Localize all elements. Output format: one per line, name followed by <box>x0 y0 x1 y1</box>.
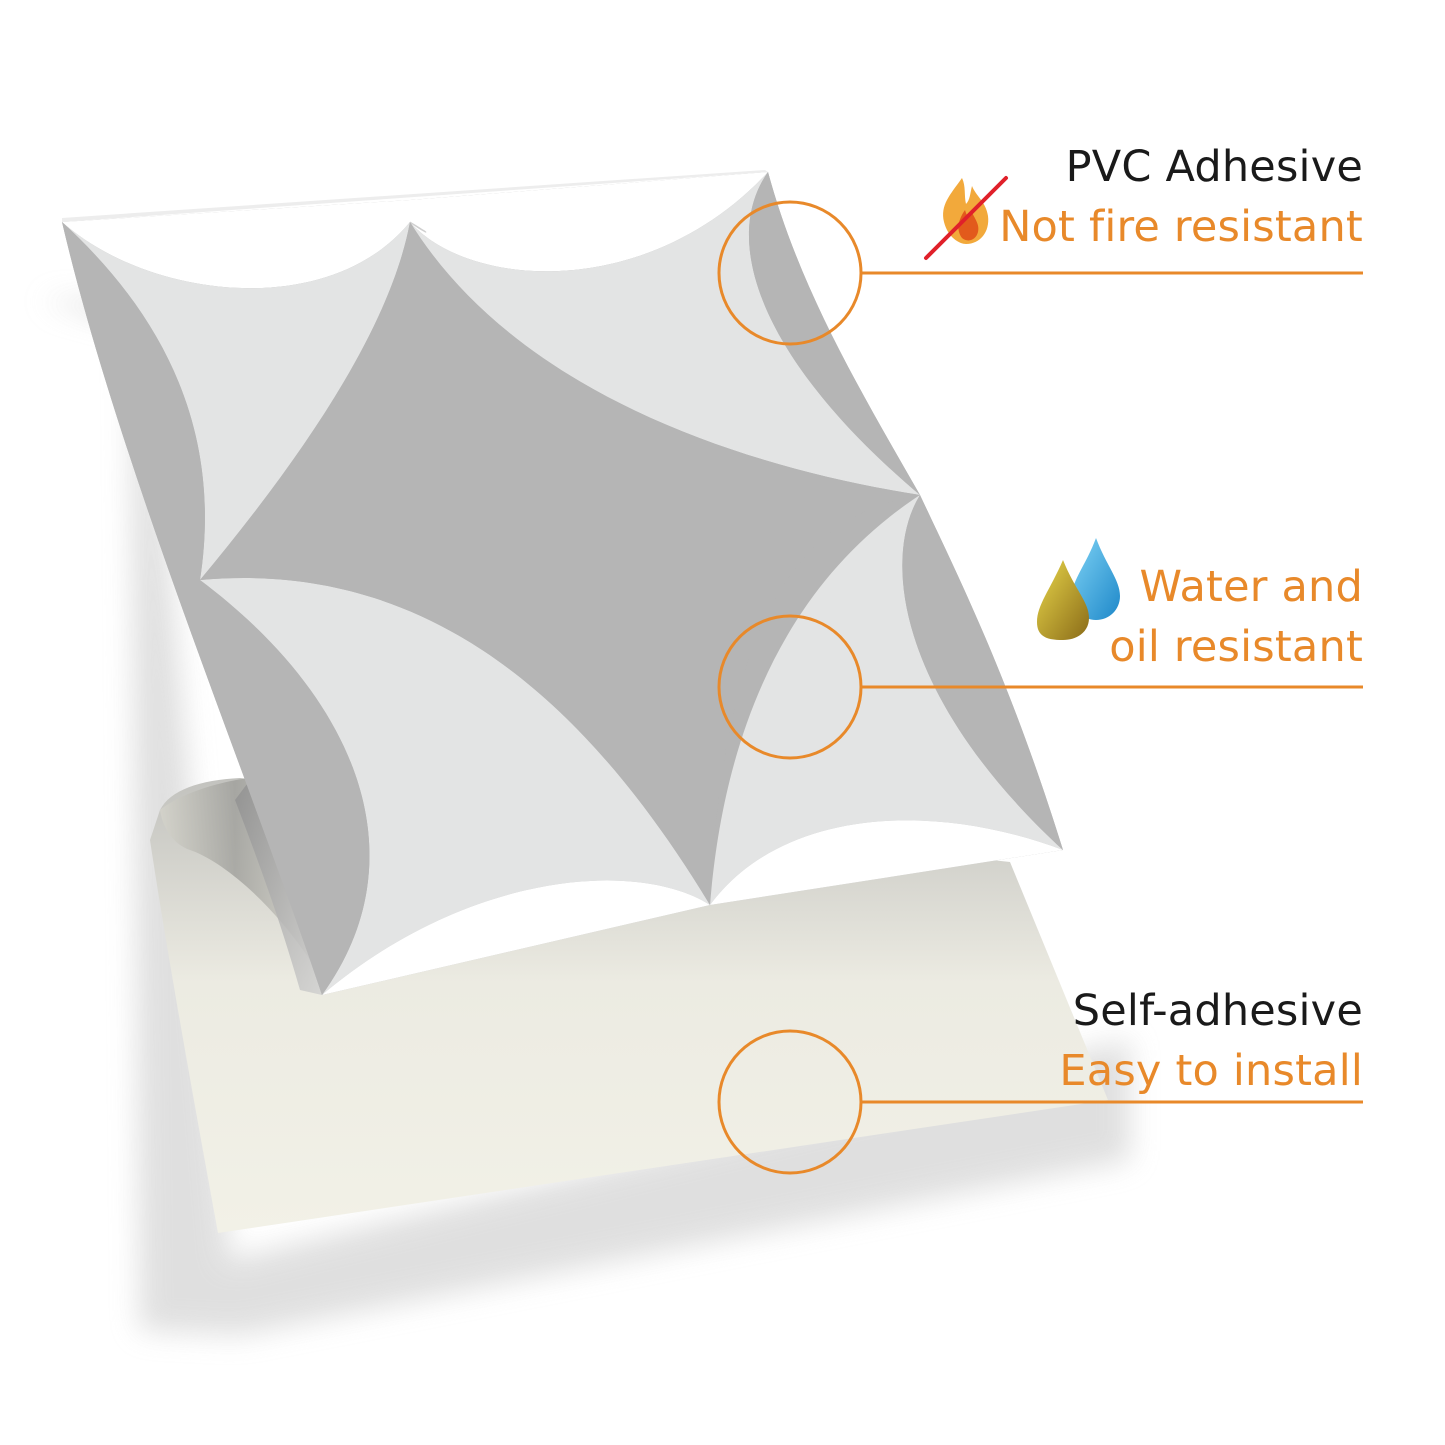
water-oil-drops-icon <box>1037 538 1120 640</box>
feature-water-oil: Water and oil resistant <box>1109 557 1363 677</box>
feature-water-oil-line1: Water and <box>1139 562 1363 612</box>
feature-pvc-subtitle: Not fire resistant <box>999 202 1363 252</box>
feature-self-adhesive-subtitle: Easy to install <box>1059 1046 1363 1096</box>
feature-self-adhesive: Self-adhesive Easy to install <box>1059 981 1363 1101</box>
callout-self-adhesive <box>717 1029 1363 1175</box>
no-fire-icon <box>924 176 1008 260</box>
callout-pvc <box>717 200 1363 346</box>
feature-self-adhesive-title: Self-adhesive <box>1072 986 1363 1036</box>
feature-pvc-title: PVC Adhesive <box>1065 142 1363 192</box>
callout-water-oil <box>717 614 1363 760</box>
feature-pvc: PVC Adhesive Not fire resistant <box>999 137 1363 257</box>
tile-top-edge <box>62 170 768 222</box>
fold-shadow <box>235 780 322 995</box>
feature-water-oil-line2: oil resistant <box>1109 622 1363 672</box>
